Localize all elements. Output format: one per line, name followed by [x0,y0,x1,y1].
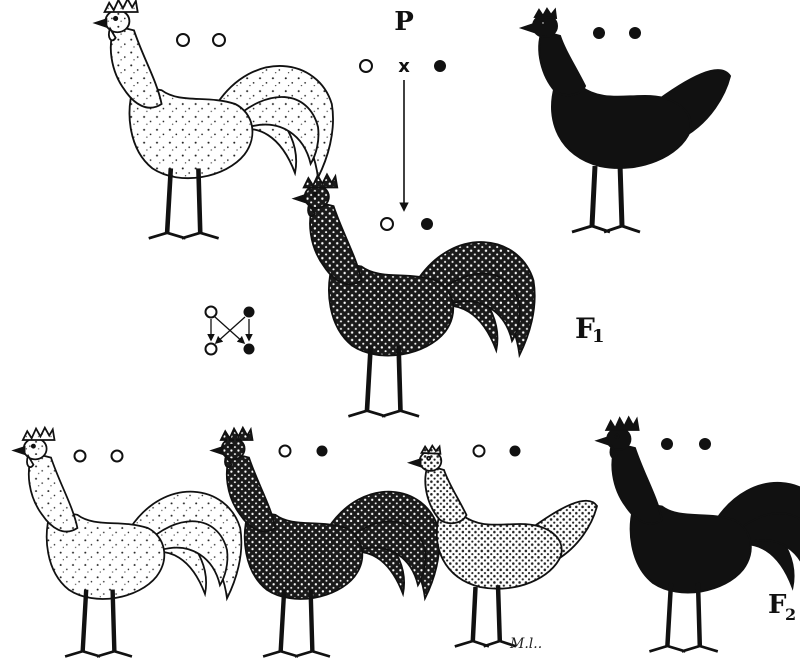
p-rooster-allele-2 [213,34,225,46]
f2-black-allele-1 [661,438,673,450]
f2-black-allele-2 [699,438,711,450]
p-hen-allele-1 [593,27,605,39]
f2-label-subscript: 2 [785,605,796,624]
f2-white-allele-1 [75,451,86,462]
f2-blue-rooster [212,428,439,657]
f1-blue-rooster [294,174,534,416]
f2-blue-rooster-allele-black [317,446,328,457]
p-hen-allele-2 [629,27,641,39]
parent-allele-black [434,60,446,72]
f1-label-subscript: 1 [592,326,605,347]
segregation-symbol [206,307,255,355]
f2-white-rooster [14,428,241,657]
f1-allele-black [421,218,433,230]
parental-label: P [394,7,414,37]
f2-white-allele-2 [112,451,123,462]
f2-blue-hen [410,446,597,647]
f2-blue-rooster-allele-white [280,446,291,457]
f1-allele-white [381,218,393,230]
cross-symbol: x [398,56,410,77]
parent-allele-white [360,60,372,72]
p-black-hen [522,9,730,232]
artist-signature: M.l.. [509,636,542,652]
f2-blue-hen-allele-black [510,446,521,457]
f2-blue-hen-allele-white [474,446,485,457]
p-rooster-allele-1 [177,34,189,46]
